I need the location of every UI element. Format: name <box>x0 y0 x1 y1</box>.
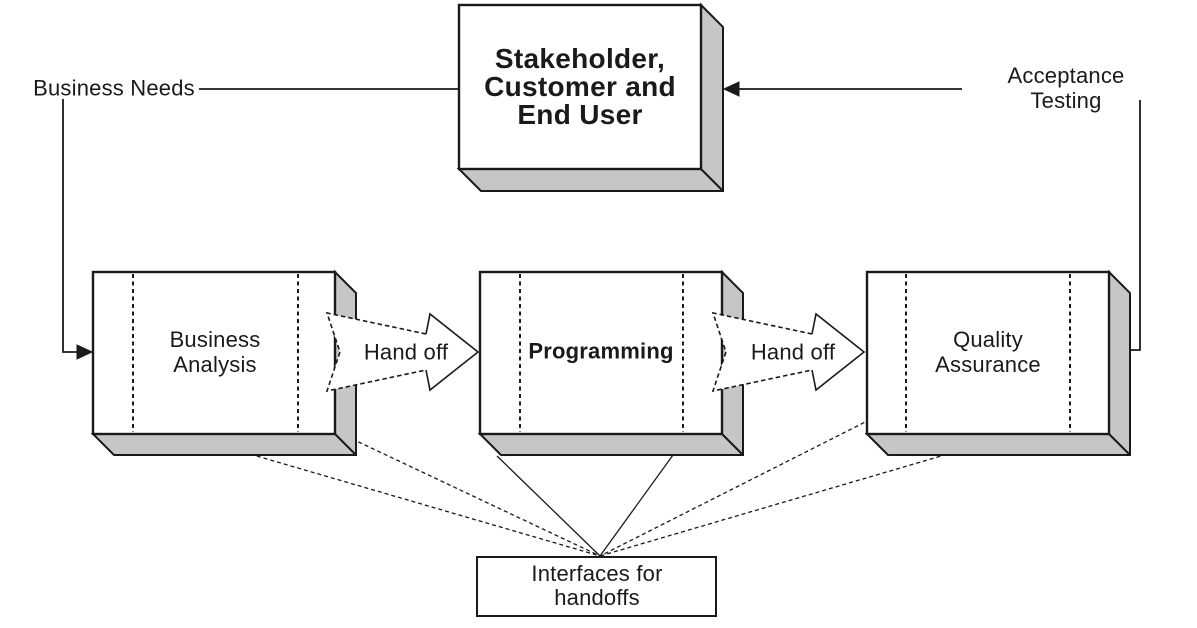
stakeholder-box-shadow-corner <box>700 168 724 192</box>
acceptance-testing-arrowhead-icon <box>722 81 740 97</box>
acceptance-testing-label: Acceptance Testing <box>1007 63 1125 113</box>
handoff-arrow-2-label: Hand off <box>750 339 836 365</box>
programming-box-shadow-corner <box>721 433 744 456</box>
handoff-arrow-1-head-outline <box>425 312 480 392</box>
interfaces-box <box>476 556 717 617</box>
handoff-arrow-2-head-outline <box>811 312 866 392</box>
qa-left-to-interfaces-line <box>599 412 884 557</box>
stakeholder-box <box>457 3 703 171</box>
quality-assurance-box <box>865 270 1111 436</box>
quality-assurance-label: Quality Assurance <box>935 327 1041 377</box>
programming-right-to-interfaces-line <box>599 454 674 557</box>
diagram-stroke-group <box>62 2 1141 617</box>
handoff-arrow-2 <box>713 313 864 391</box>
programming-label: Programming <box>528 338 674 364</box>
business-needs-label: Business Needs <box>33 75 195 101</box>
business-needs-elbow-line <box>62 99 79 353</box>
business-needs-arrowhead-icon <box>76 344 94 360</box>
business-analysis-label: Business Analysis <box>169 327 261 377</box>
stakeholder-box-label: Stakeholder, Customer and End User <box>484 43 676 130</box>
business-analysis-box-shadow-corner <box>334 433 357 456</box>
quality-assurance-box-shadow-corner <box>1108 433 1131 456</box>
handoff-arrow-1 <box>327 313 478 391</box>
handoff-arrow-1-label: Hand off <box>363 339 449 365</box>
interfaces-box-label: Interfaces for handoffs <box>531 561 663 610</box>
programming-left-to-interfaces-line <box>496 455 601 557</box>
